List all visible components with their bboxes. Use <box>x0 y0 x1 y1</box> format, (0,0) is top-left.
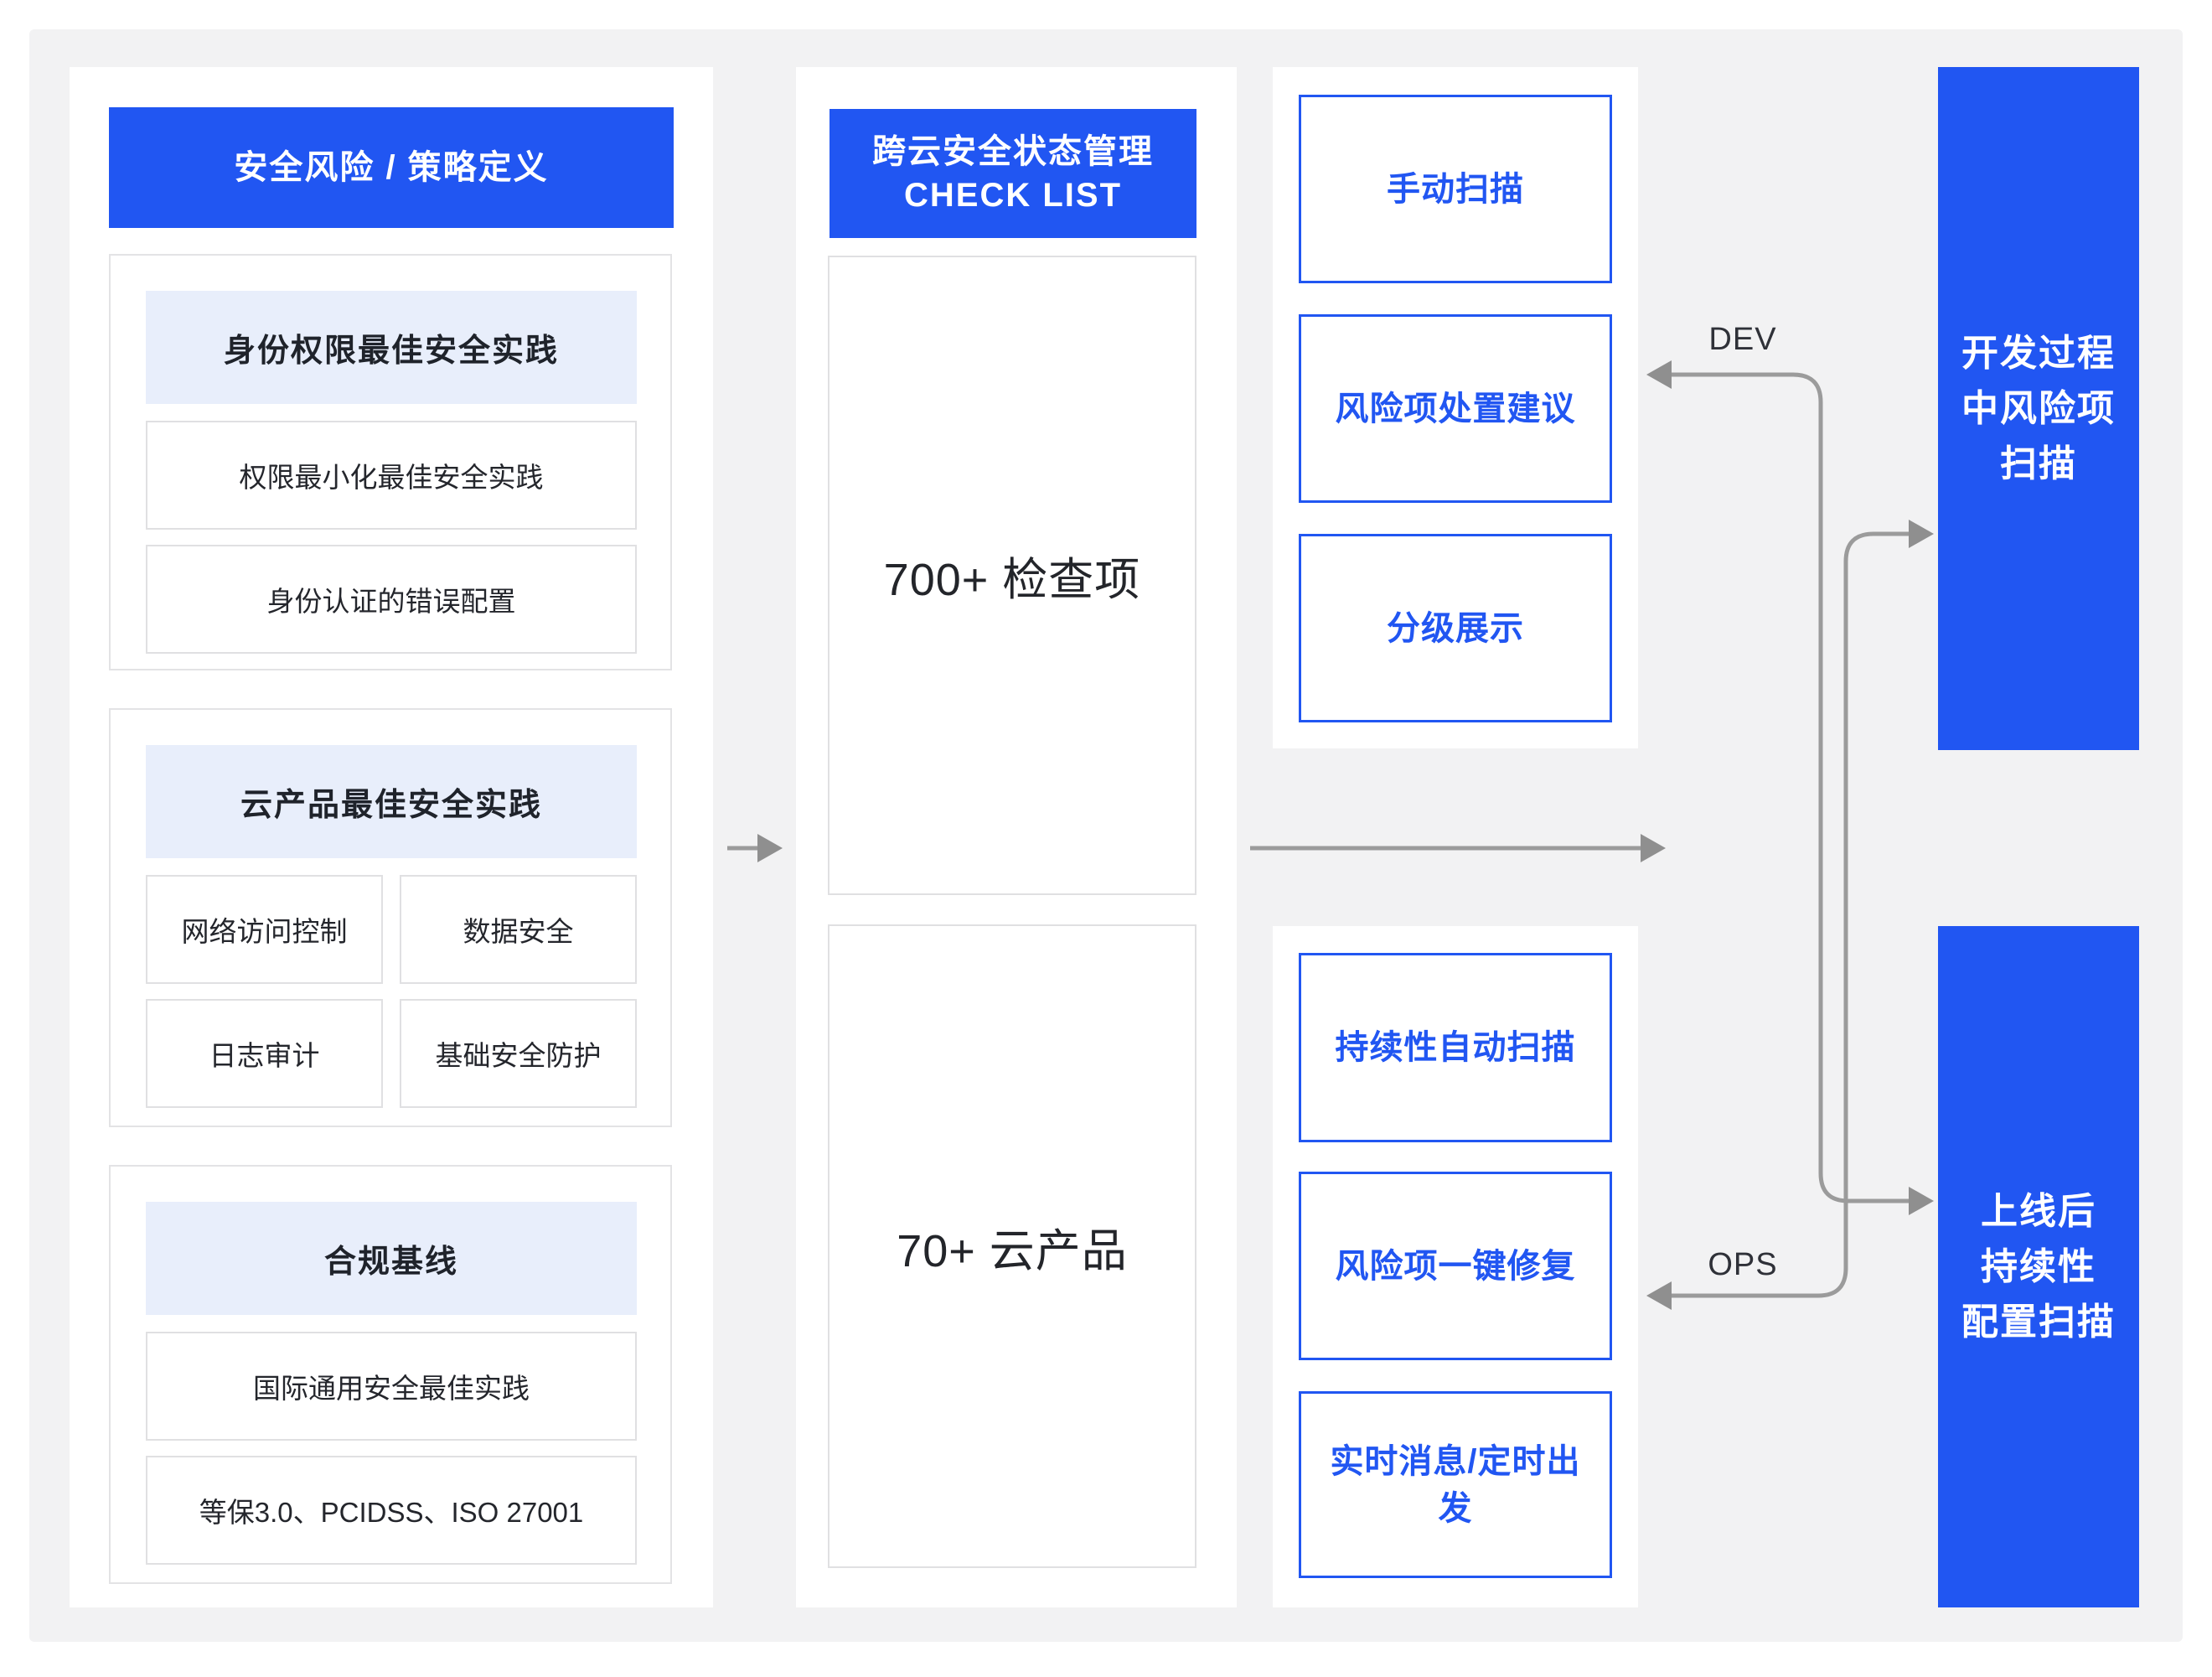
ops-scan-result-panel: 上线后 持续性 配置扫描 <box>1938 926 2139 1607</box>
policy-item: 国际通用安全最佳实践 <box>146 1332 637 1441</box>
policy-item: 等保3.0、PCIDSS、ISO 27001 <box>146 1456 637 1565</box>
checklist-panel: 跨云安全状态管理 CHECK LIST 700+ 检查项 70+ 云产品 <box>796 67 1237 1607</box>
dev-label: DEV <box>1708 322 1777 357</box>
ops-scan-line: 上线后 <box>1981 1190 2096 1232</box>
policy-item: 网络访问控制 <box>146 875 383 984</box>
manual-capabilities-panel: 手动扫描 风险项处置建议 分级展示 <box>1273 67 1638 748</box>
dev-scan-line: 中风险项 <box>1961 387 2116 429</box>
cloud-products-box: 70+ 云产品 <box>828 924 1196 1568</box>
section-card-compliance: 合规基线 国际通用安全最佳实践 等保3.0、PCIDSS、ISO 27001 <box>109 1165 672 1584</box>
dev-scan-result-panel: 开发过程 中风险项 扫描 <box>1938 67 2139 750</box>
capability-manual-scan: 手动扫描 <box>1299 95 1612 283</box>
capability-graded-display: 分级展示 <box>1299 534 1612 722</box>
policy-item: 日志审计 <box>146 999 383 1108</box>
section-card-identity: 身份权限最佳安全实践 权限最小化最佳安全实践 身份认证的错误配置 <box>109 254 672 670</box>
dev-scan-line: 开发过程 <box>1961 332 2116 374</box>
policy-item: 数据安全 <box>400 875 637 984</box>
policy-item: 基础安全防护 <box>400 999 637 1108</box>
auto-capabilities-panel: 持续性自动扫描 风险项一键修复 实时消息/定时出发 <box>1273 926 1638 1607</box>
ops-label: OPS <box>1708 1247 1778 1282</box>
capability-realtime-message: 实时消息/定时出发 <box>1299 1391 1612 1578</box>
check-items-box: 700+ 检查项 <box>828 256 1196 895</box>
capability-one-click-fix: 风险项一键修复 <box>1299 1172 1612 1360</box>
ops-scan-line: 持续性 <box>1981 1245 2096 1287</box>
ops-scan-line: 配置扫描 <box>1961 1301 2116 1343</box>
dev-scan-line: 扫描 <box>2000 443 2077 484</box>
capability-risk-suggestion: 风险项处置建议 <box>1299 314 1612 503</box>
section-title-cloud-product: 云产品最佳安全实践 <box>146 745 637 858</box>
section-title-identity: 身份权限最佳安全实践 <box>146 291 637 404</box>
capability-continuous-scan: 持续性自动扫描 <box>1299 953 1612 1142</box>
policy-panel: 安全风险 / 策略定义 身份权限最佳安全实践 权限最小化最佳安全实践 身份认证的… <box>70 67 713 1607</box>
section-title-compliance: 合规基线 <box>146 1202 637 1315</box>
checklist-title-line1: 跨云安全状态管理 <box>872 133 1154 170</box>
policy-item: 权限最小化最佳安全实践 <box>146 421 637 530</box>
checklist-panel-title: 跨云安全状态管理 CHECK LIST <box>830 109 1196 238</box>
section-card-cloud-product: 云产品最佳安全实践 网络访问控制 数据安全 日志审计 基础安全防护 <box>109 708 672 1127</box>
policy-panel-title: 安全风险 / 策略定义 <box>109 107 674 228</box>
checklist-title-line2: CHECK LIST <box>904 177 1122 214</box>
policy-item: 身份认证的错误配置 <box>146 545 637 654</box>
diagram-canvas: 安全风险 / 策略定义 身份权限最佳安全实践 权限最小化最佳安全实践 身份认证的… <box>29 29 2183 1642</box>
